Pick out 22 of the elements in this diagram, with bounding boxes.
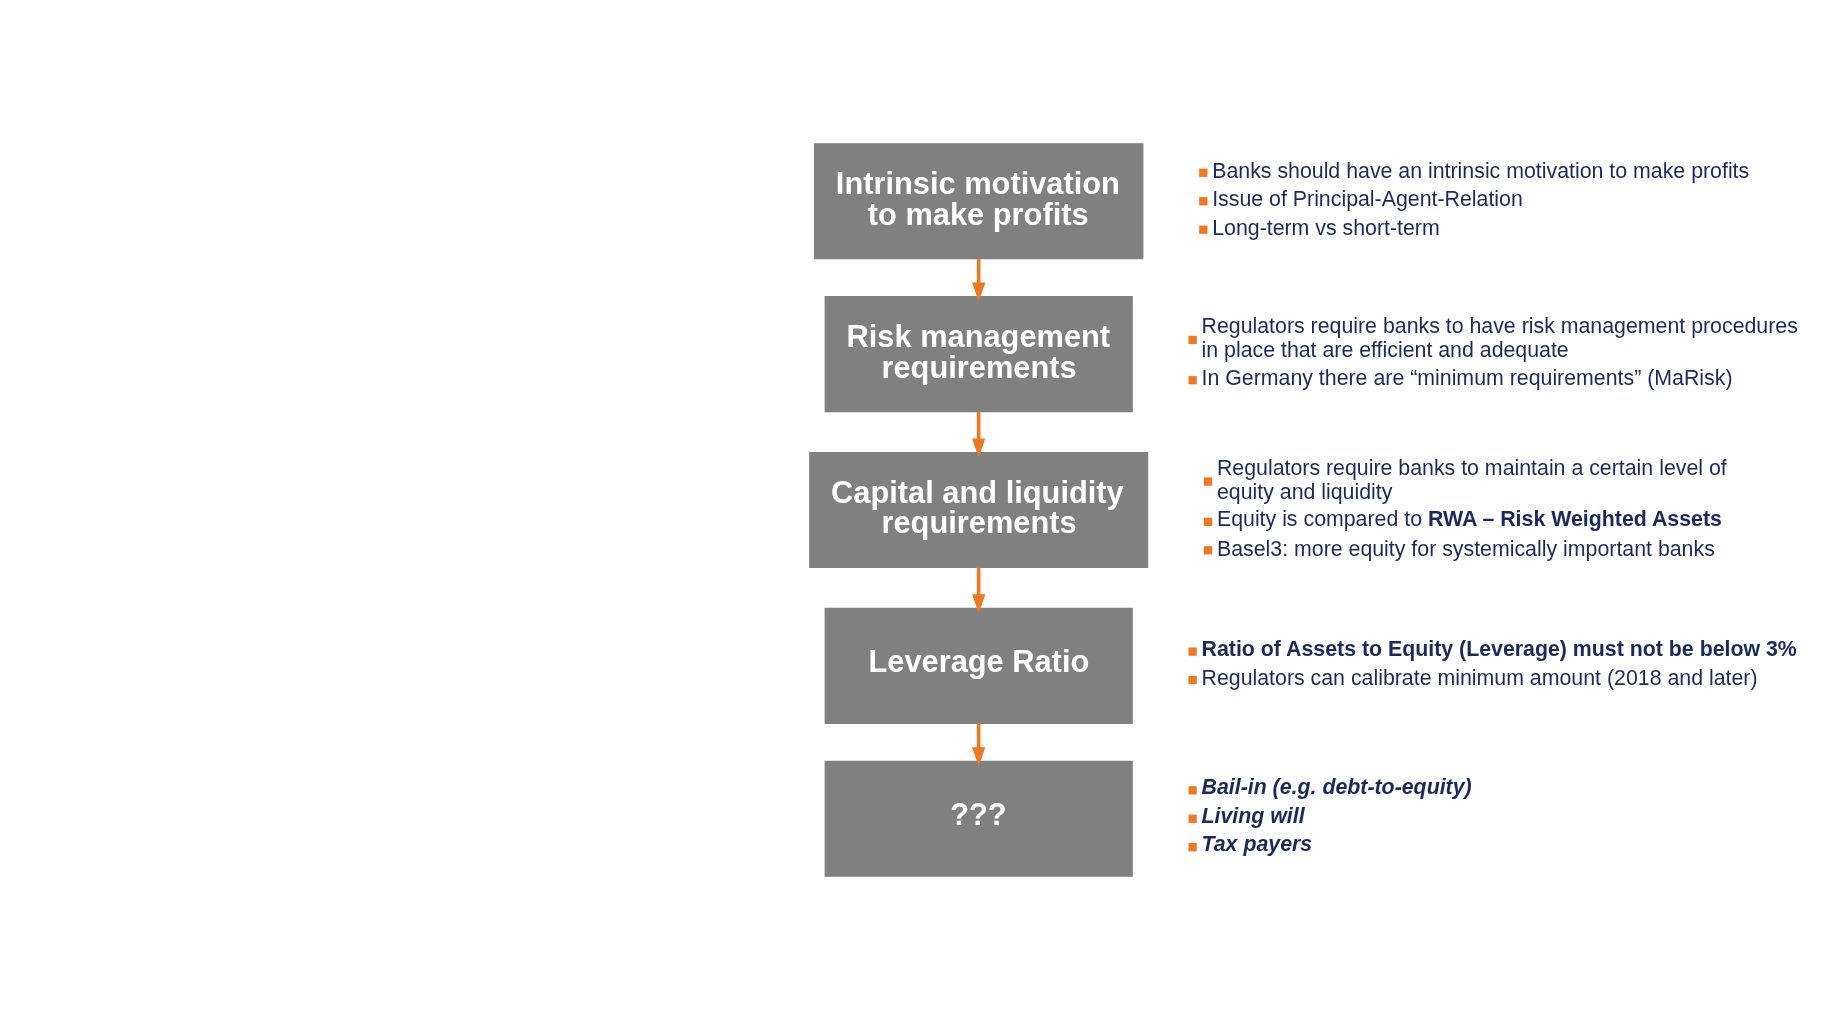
node-label: Bail-in (e.g. debt-to-equity) — [1201, 775, 1472, 800]
arrow — [972, 723, 986, 767]
node-label: Ratio of Assets to Equity (Leverage) must not be below 3% — [1201, 636, 1797, 661]
node-box: Leverage Ratio — [824, 607, 1133, 724]
node-label: Long-term vs short-term — [1212, 215, 1440, 240]
node-label: Issue of Principal-Agent-Relation — [1212, 187, 1523, 212]
node-label: Banks should have an intrinsic motivation to make profits — [1212, 159, 1750, 183]
arrow — [972, 567, 986, 614]
node-label: Living will — [1201, 803, 1305, 828]
node-box: Intrinsic motivation to make profits — [813, 143, 1144, 260]
node-label: Basel3: more equity for systemically important banks — [1216, 536, 1715, 561]
node-label: Equity is compared to RWA – Risk Weighted Assets — [1216, 506, 1722, 531]
arrow — [972, 411, 986, 458]
node-label: Regulators require banks to have risk management procedures in place that are efficient and adequate — [1201, 314, 1798, 362]
node-box: ??? — [824, 760, 1133, 877]
node-label: Regulators require banks to maintain a certain level of equity and liquidity — [1216, 455, 1727, 504]
arrow — [972, 259, 986, 302]
node-label: Tax payers — [1201, 832, 1313, 857]
node-label: In Germany there are “minimum requirements” (MaRisk) — [1201, 366, 1733, 391]
node-box: Capital and liquidity requirements — [809, 451, 1149, 569]
node-label: Regulators can calibrate minimum amount (2018 and later) — [1201, 666, 1758, 691]
node-box: Risk management requirements — [824, 296, 1133, 413]
